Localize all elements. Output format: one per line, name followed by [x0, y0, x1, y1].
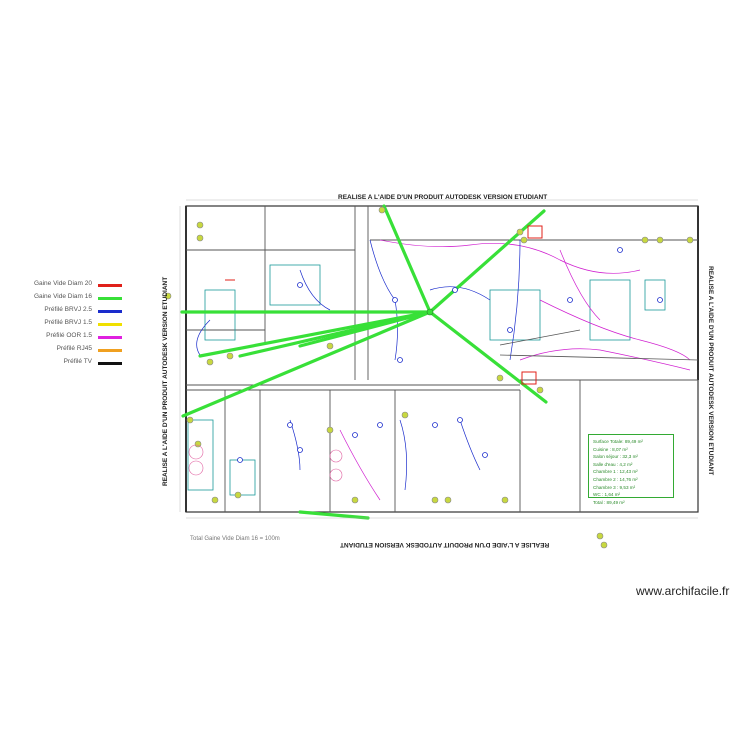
watermark-bottom: REALISE A L'AIDE D'UN PRODUIT AUTODESK V… [340, 541, 550, 548]
bathroom-fixtures [188, 444, 343, 482]
legend-item: Préfilé RJ45 [22, 345, 132, 358]
area-line: Salle d'eau : 4,2 m² [593, 461, 633, 467]
legend-swatch [98, 323, 122, 326]
blue-wiring [196, 239, 521, 491]
legend-label: Préfilé BRVJ 2.5 [44, 306, 92, 313]
outer-walls [185, 205, 699, 513]
brand-link[interactable]: www.archifacile.fr [636, 584, 730, 598]
area-line: Chambre 3 : 9,53 m² [593, 484, 636, 490]
legend-label: Préfilé TV [63, 358, 92, 365]
legend-item: Préfilé TV [22, 358, 132, 371]
area-line: Chambre 2 : 14,76 m² [593, 476, 638, 482]
diagonal-wall [499, 329, 699, 361]
legend-item: Gaine Vide Diam 16 [22, 293, 132, 306]
green-conduits [180, 204, 548, 520]
junction-box [426, 308, 434, 316]
area-line: Cuisine : 8,07 m² [593, 446, 628, 452]
watermark-top: REALISE A L'AIDE D'UN PRODUIT AUTODESK V… [338, 194, 548, 201]
outlets [237, 247, 663, 463]
legend-item: Préfilé OOR 1.5 [22, 332, 132, 345]
magenta-wiring [339, 239, 691, 501]
dimension-lines [179, 199, 698, 519]
area-line: Surface Totale: 89,49 m² [593, 439, 643, 444]
legend-label: Préfilé OOR 1.5 [46, 332, 92, 339]
area-line: WC : 1,64 m² [593, 492, 621, 498]
red-markers [225, 225, 543, 385]
area-line: Chambre 1 : 12,43 m² [593, 469, 638, 475]
legend: Gaine Vide Diam 20 Gaine Vide Diam 16 Préf… [22, 280, 132, 371]
watermark-left: REALISE A L'AIDE D'UN PRODUIT AUTODESK V… [162, 276, 169, 486]
switches [164, 206, 694, 549]
legend-label: Gaine Vide Diam 20 [33, 280, 92, 287]
legend-label: Préfilé RJ45 [56, 345, 92, 352]
legend-label: Gaine Vide Diam 16 [33, 293, 92, 300]
legend-swatch [98, 336, 122, 339]
legend-item: Gaine Vide Diam 20 [22, 280, 132, 293]
legend-swatch [98, 362, 122, 365]
total-conduit-note: Total Gaine Vide Diam 16 = 100m [190, 536, 280, 542]
legend-swatch [98, 310, 122, 313]
area-line: Total : 89,49 m² [593, 499, 625, 505]
legend-label: Préfilé BRVJ 1.5 [44, 319, 92, 326]
legend-item: Préfilé BRVJ 2.5 [22, 306, 132, 319]
fixtures [187, 264, 666, 496]
area-line: Salon séjour : 32,3 m² [593, 454, 638, 460]
legend-item: Préfilé BRVJ 1.5 [22, 319, 132, 332]
legend-swatch [98, 284, 122, 287]
legend-swatch [98, 297, 122, 300]
watermark-right: REALISE A L'AIDE D'UN PRODUIT AUTODESK V… [707, 266, 714, 476]
legend-swatch [98, 349, 122, 352]
area-summary: Surface Totale: 89,49 m² Cuisine : 8,07 m… [588, 434, 674, 505]
